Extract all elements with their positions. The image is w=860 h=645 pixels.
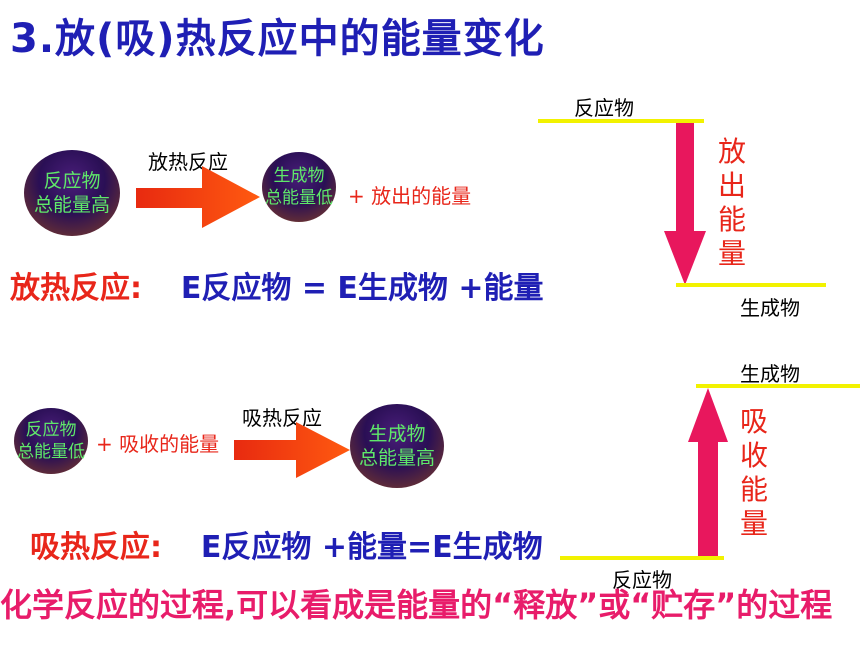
exo-low-level-line <box>676 283 826 287</box>
exo-diagram-bottom-label: 生成物 <box>740 296 800 320</box>
page-title: 3.放(吸)热反应中的能量变化 <box>10 16 545 62</box>
endo-high-level-line <box>696 384 860 388</box>
exo-reaction-arrow <box>136 166 260 228</box>
exo-equation-label: 放热反应: <box>10 271 142 306</box>
endo-diagram-bottom-label: 反应物 <box>612 568 672 592</box>
exo-product-energy: 总能量低 <box>265 188 333 208</box>
endo-arrow-label: 吸热反应 <box>242 406 322 430</box>
endo-absorb-text: + 吸收的能量 <box>96 432 220 456</box>
endo-energy-up-arrow <box>688 388 728 558</box>
exo-high-level-line <box>538 119 704 123</box>
endo-product-name: 生成物 <box>368 423 426 445</box>
exo-arrow-label: 放热反应 <box>148 150 228 174</box>
endo-product-energy: 总能量高 <box>358 447 435 469</box>
endo-diagram-top-label: 生成物 <box>740 362 800 386</box>
endo-reaction-arrow <box>234 422 350 478</box>
endo-reactant-energy: 总能量低 <box>17 442 85 462</box>
exo-equation: 放热反应: E反应物 = E生成物 +能量 <box>10 263 544 307</box>
endo-low-level-line <box>560 556 724 560</box>
endo-diagram-side-label: 吸收能量 <box>739 405 768 540</box>
exo-product-name: 生成物 <box>273 166 325 186</box>
endo-equation-body: E反应物 +能量=E生成物 <box>200 530 543 565</box>
exo-diagram-top-label: 反应物 <box>574 96 634 120</box>
footer-summary: 化学反应的过程,可以看成是能量的“释放”或“贮存”的过程 <box>0 586 833 624</box>
endo-reactant-circle: 反应物 总能量低 <box>14 408 88 474</box>
exo-release-text: + 放出的能量 <box>348 184 472 208</box>
endo-equation-label: 吸热反应: <box>30 530 162 565</box>
endo-equation: 吸热反应: E反应物 +能量=E生成物 <box>30 522 543 566</box>
exo-diagram-side-label: 放出能量 <box>717 135 746 270</box>
exo-reactant-name: 反应物 <box>43 170 101 192</box>
exo-reactant-energy: 总能量高 <box>33 194 110 216</box>
exo-reactant-circle: 反应物 总能量高 <box>24 150 120 236</box>
exo-product-circle: 生成物 总能量低 <box>262 152 336 222</box>
endo-product-circle: 生成物 总能量高 <box>350 404 444 488</box>
endo-reactant-name: 反应物 <box>25 420 77 440</box>
exo-energy-down-arrow <box>664 123 706 285</box>
exo-equation-body: E反应物 = E生成物 +能量 <box>180 271 544 306</box>
